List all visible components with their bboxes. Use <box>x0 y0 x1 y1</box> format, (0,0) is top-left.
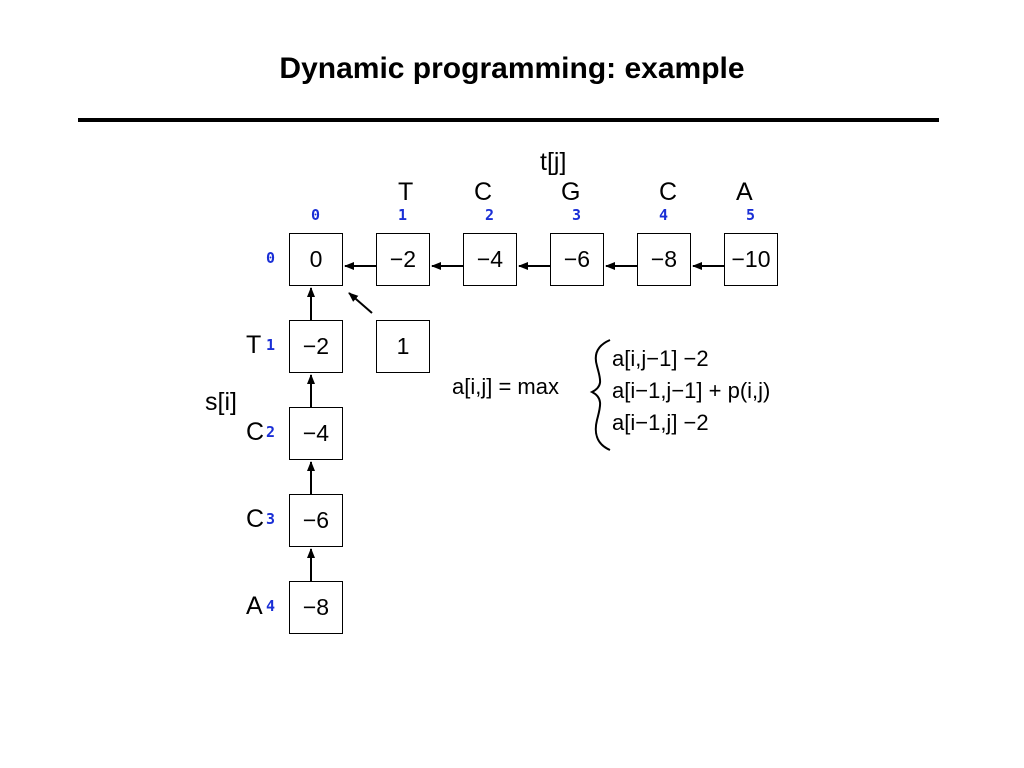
row-index: 1 <box>266 336 276 354</box>
row-index: 0 <box>266 249 276 267</box>
recurrence-case: a[i−1,j−1] + p(i,j) <box>612 378 771 403</box>
column-index: 4 <box>659 206 669 224</box>
t-letter: A <box>736 178 753 206</box>
recurrence-lhs: a[i,j] = max <box>452 374 559 399</box>
s-letter: C <box>246 418 265 446</box>
column-index: 5 <box>746 206 756 224</box>
column-index: 0 <box>311 206 321 224</box>
matrix-cell: −6 <box>289 494 343 547</box>
computed-cell: 1 <box>376 320 430 373</box>
matrix-cell: 0 <box>289 233 343 286</box>
s-letter: A <box>246 592 263 620</box>
row-index: 3 <box>266 510 276 528</box>
recurrence-case: a[i−1,j] −2 <box>612 410 709 435</box>
row-index: 2 <box>266 423 276 441</box>
matrix-cell: −2 <box>289 320 343 373</box>
t-letter: C <box>659 178 678 206</box>
matrix-cell: −4 <box>289 407 343 460</box>
column-index: 3 <box>572 206 582 224</box>
s-letter: T <box>246 331 262 359</box>
matrix-cell: −6 <box>550 233 604 286</box>
matrix-cell: −8 <box>637 233 691 286</box>
diagonal-arrow <box>348 292 373 314</box>
row-index: 4 <box>266 597 276 615</box>
t-label: t[j] <box>540 148 567 176</box>
matrix-cell: −8 <box>289 581 343 634</box>
recurrence-case: a[i,j−1] −2 <box>612 346 709 371</box>
t-letter: C <box>474 178 493 206</box>
s-letter: C <box>246 505 265 533</box>
t-letter: G <box>561 178 581 206</box>
title-divider <box>78 118 939 122</box>
column-index: 1 <box>398 206 408 224</box>
recurrence-brace <box>589 339 611 451</box>
column-index: 2 <box>485 206 495 224</box>
matrix-cell: −4 <box>463 233 517 286</box>
matrix-cell: −2 <box>376 233 430 286</box>
matrix-cell: −10 <box>724 233 778 286</box>
s-label: s[i] <box>205 388 237 416</box>
slide-title: Dynamic programming: example <box>279 52 745 85</box>
t-letter: T <box>398 178 414 206</box>
